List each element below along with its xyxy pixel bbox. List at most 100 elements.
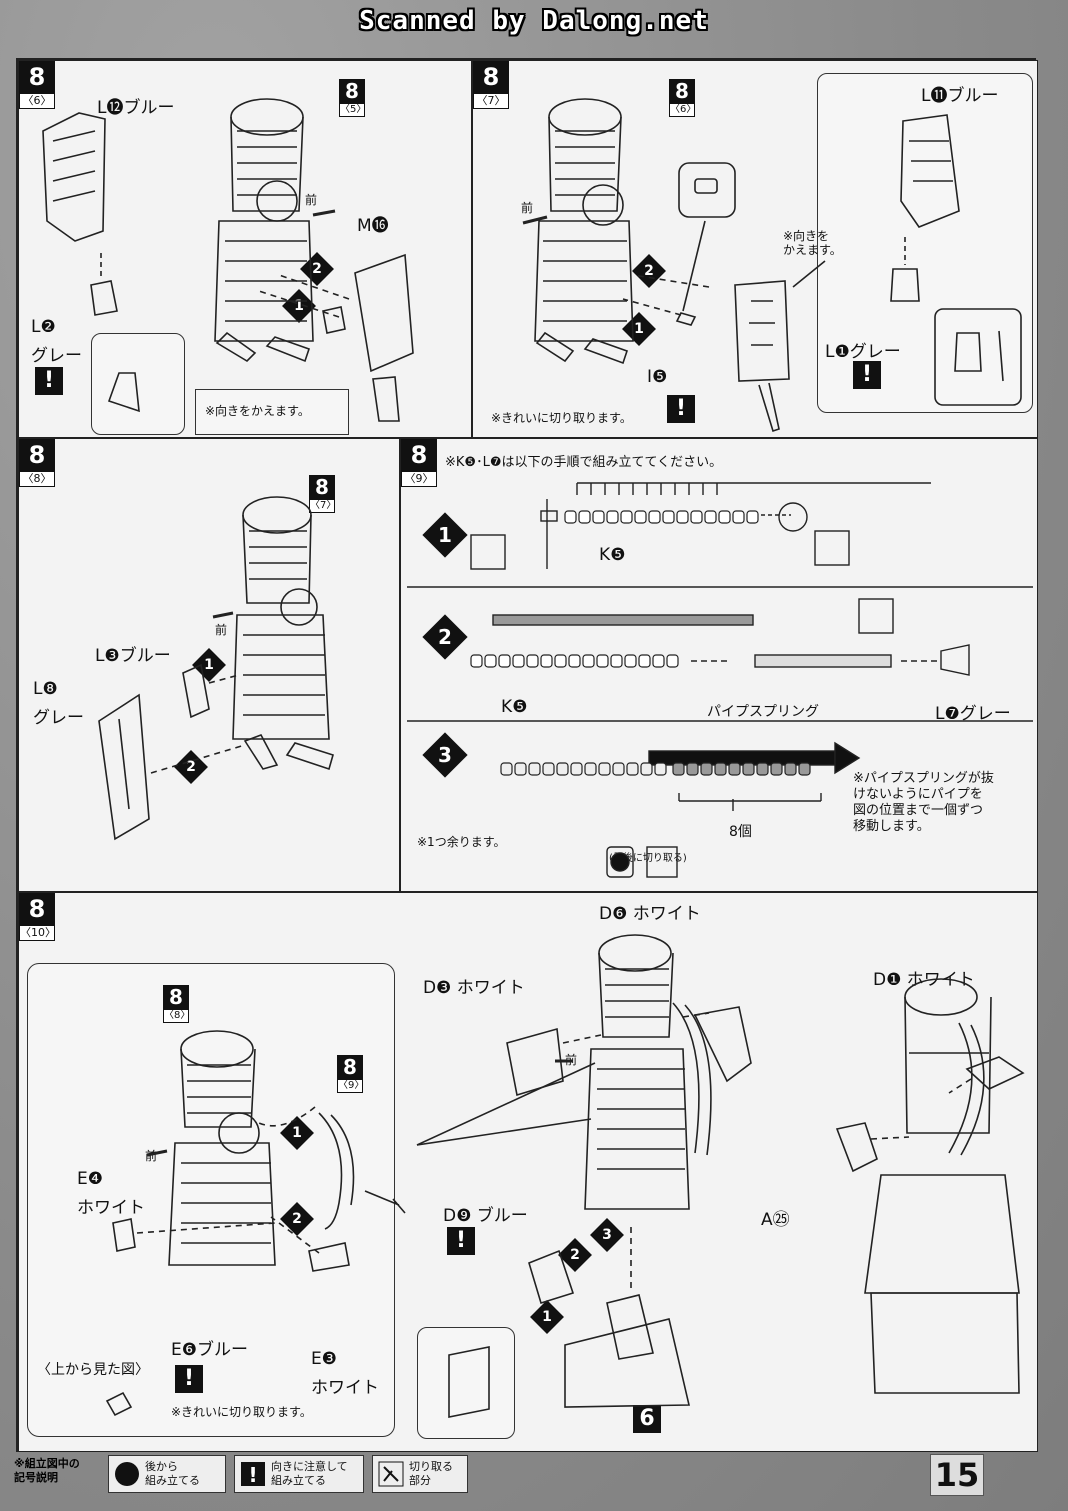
count-label: 8個 — [729, 824, 752, 840]
assembly-illustration — [98, 496, 334, 841]
step-panel-10: 8 〈10〉 8 〈8〉 8 〈9〉 前 E❹ ホワイト E❻ブルー E❸ ホワ… — [18, 892, 1038, 1452]
nipper-icon — [378, 1461, 404, 1487]
pipe-segment — [526, 654, 539, 668]
pipe-segment — [610, 654, 623, 668]
pipe-segment — [484, 654, 497, 668]
legend-text: 後から 組み立てる — [145, 1460, 200, 1487]
pipe-segment — [700, 762, 713, 776]
back-assemble-icon — [115, 1462, 139, 1486]
step-sub: 〈10〉 — [19, 925, 56, 941]
step-number: 8 — [19, 893, 55, 925]
pipe-segment — [784, 762, 797, 776]
legend-item-caution: ! 向きに注意して 組み立てる — [234, 1455, 364, 1493]
part-label-l7: L❼グレー — [935, 704, 1011, 724]
pipe-segment — [704, 510, 717, 524]
part-label-d3: D❸ ホワイト — [423, 978, 525, 998]
step-label: 8 〈6〉 — [19, 61, 55, 109]
pipe-segment — [714, 762, 727, 776]
pipe-segment — [690, 510, 703, 524]
base-ref: 6 — [633, 1405, 661, 1433]
pipe-segment — [652, 654, 665, 668]
pipe-segment — [592, 510, 605, 524]
step-sub: 〈9〉 — [401, 471, 437, 487]
pipe-segment — [648, 510, 661, 524]
part-label-k5b: K❺ — [501, 697, 528, 717]
page-number: 15 — [930, 1454, 984, 1496]
pipe-segment — [564, 510, 577, 524]
pipe-segment — [662, 510, 675, 524]
pipe-segment — [568, 654, 581, 668]
note-turn: ※向きを かえます。 — [783, 229, 842, 257]
pipe-segment — [556, 762, 569, 776]
front-label: 前 — [305, 193, 318, 207]
pipe-segment — [746, 510, 759, 524]
top-view-label: 〈上から見た図〉 — [37, 1362, 149, 1378]
pipe-segment — [612, 762, 625, 776]
part-color-gray: グレー — [31, 346, 82, 366]
step-label: 8 〈8〉 — [19, 439, 55, 487]
part-label-e3: E❸ — [311, 1349, 337, 1369]
pipe-segment — [620, 510, 633, 524]
caution-icon-2: ! — [447, 1227, 475, 1255]
pipe-segment — [500, 762, 513, 776]
step-panel-6: 8 〈6〉 L⓬ブルー 8 〈5〉 前 M⓰ L❷ グレー ! ※向きをかえます… — [18, 60, 472, 438]
part-label-d9: D❾ ブルー — [443, 1206, 528, 1226]
pipe-segment — [728, 762, 741, 776]
part-color-white: ホワイト — [77, 1198, 145, 1218]
symbol-legend: ※組立図中の 記号説明 後から 組み立てる ! 向きに注意して 組み立てる 切り… — [14, 1455, 468, 1499]
legend-item-cut: 切り取る 部分 — [372, 1455, 468, 1493]
pipe-segment — [554, 654, 567, 668]
part-color-gray: グレー — [33, 708, 84, 728]
step-number: 8 — [19, 439, 55, 471]
part-label-i5: I❺ — [647, 367, 668, 387]
caution-icon-2: ! — [667, 395, 695, 423]
detail-box — [91, 333, 185, 435]
pipe-segment — [606, 510, 619, 524]
note-box — [195, 389, 349, 435]
pipe-segment — [582, 654, 595, 668]
step-panel-8: 8 〈8〉 8 〈7〉 前 L❸ブルー L❽ グレー 1 2 — [18, 438, 400, 892]
pipe-segment — [798, 762, 811, 776]
pipe-segment — [528, 762, 541, 776]
step-number: 8 — [401, 439, 437, 471]
part-label-l1: L❶グレー — [825, 342, 901, 362]
part-label-a25: A㉕ — [761, 1210, 790, 1230]
step-panel-9: 8 〈9〉 ※K❺･L❼は以下の手順で組み立ててください。 1 2 3 K❺ K… — [400, 438, 1038, 892]
step-number: 8 — [19, 61, 55, 93]
pipe-segment — [676, 510, 689, 524]
pipe-segment — [540, 654, 553, 668]
part-color-white-2: ホワイト — [311, 1378, 379, 1398]
pipe-segment — [470, 654, 483, 668]
pipe-segment — [634, 510, 647, 524]
one-extra-note: ※1つ余ります。 — [417, 835, 506, 849]
step-panel-7: 8 〈7〉 8 〈6〉 前 L⓫ブルー ※向きを かえます。 L❶グレー ! I… — [472, 60, 1038, 438]
caution-icon: ! — [241, 1462, 265, 1487]
legend-item-back: 後から 組み立てる — [108, 1455, 226, 1493]
caution-icon: ! — [853, 361, 881, 389]
part-label-m16: M⓰ — [357, 216, 389, 236]
step-label: 8 〈9〉 — [401, 439, 437, 487]
pipe-segment — [624, 654, 637, 668]
part-label-d6: D❻ ホワイト — [599, 904, 701, 924]
ref-step-8: 8 〈8〉 — [163, 985, 191, 1023]
pipe-segment — [654, 762, 667, 776]
watermark: Scanned by Dalong.net — [359, 6, 709, 36]
part-label-d1: D❶ ホワイト — [873, 970, 975, 990]
front-label: 前 — [521, 201, 534, 215]
pipe-segment — [512, 654, 525, 668]
pipe-segment — [756, 762, 769, 776]
cut-last-note: (最後に切り取る) — [609, 853, 687, 864]
assembly-illustration — [42, 98, 414, 422]
pipe-segment — [732, 510, 745, 524]
part-label-e6: E❻ブルー — [171, 1340, 248, 1360]
pipe-segment — [640, 762, 653, 776]
pipe-segment — [578, 510, 591, 524]
caution-icon: ! — [175, 1365, 203, 1393]
legend-text: 向きに注意して 組み立てる — [271, 1460, 348, 1487]
pipe-segment — [570, 762, 583, 776]
note-text: ※きれいに切り取ります。 — [491, 411, 632, 425]
pipe-segment — [514, 762, 527, 776]
ref-step: 8 〈6〉 — [669, 79, 697, 117]
intro-note: ※K❺･L❼は以下の手順で組み立ててください。 — [445, 455, 723, 470]
pipe-segment — [596, 654, 609, 668]
